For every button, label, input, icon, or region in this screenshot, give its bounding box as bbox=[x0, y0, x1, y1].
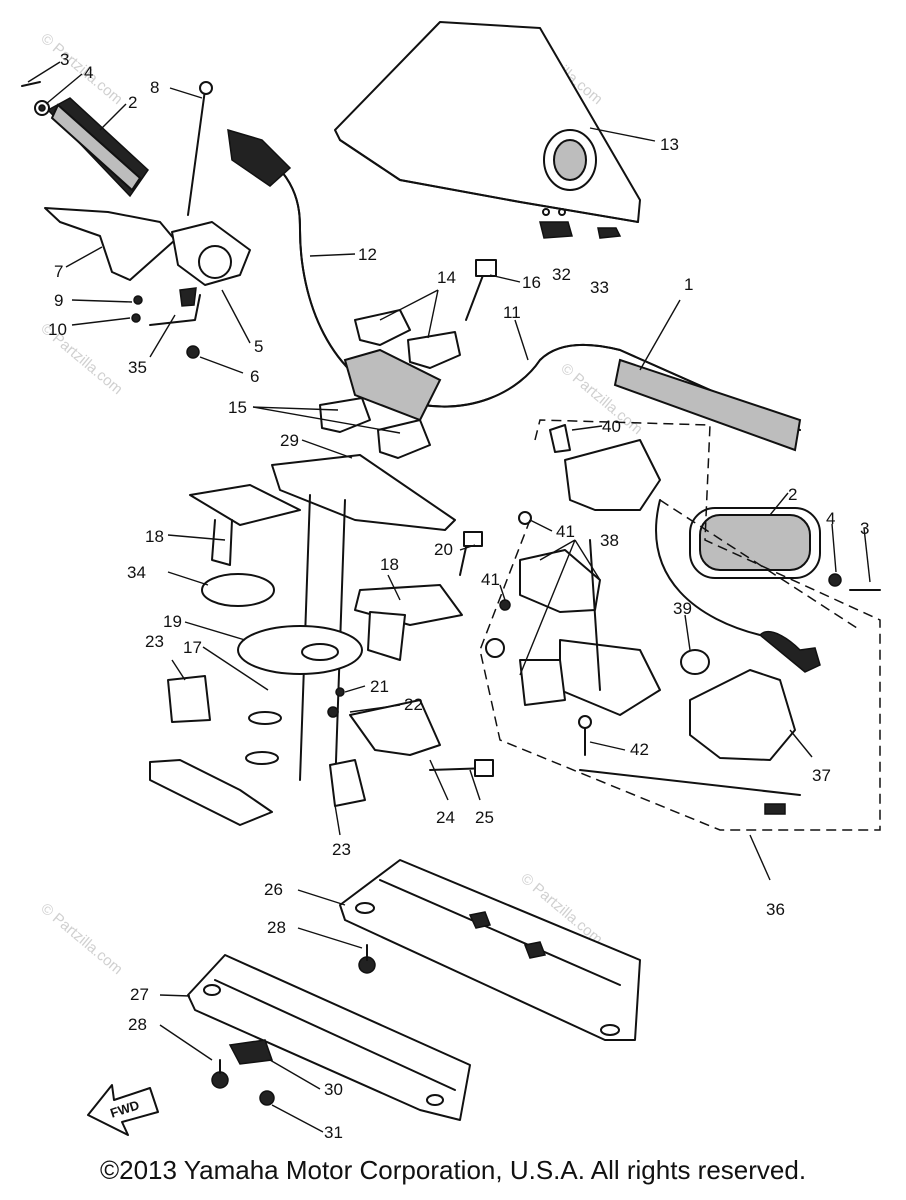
callout-28b: 28 bbox=[128, 1015, 147, 1034]
switch-meter-group bbox=[485, 424, 881, 815]
callout-24: 24 bbox=[436, 808, 455, 827]
callout-16: 16 bbox=[522, 273, 541, 292]
callout-31: 31 bbox=[324, 1123, 343, 1142]
callout-23: 23 bbox=[145, 632, 164, 651]
left-grip bbox=[21, 81, 149, 198]
callout-39: 39 bbox=[673, 599, 692, 618]
callout-42: 42 bbox=[630, 740, 649, 759]
mounting-brackets bbox=[187, 859, 641, 1121]
copyright-notice: ©2013 Yamaha Motor Corporation, U.S.A. A… bbox=[99, 1155, 807, 1185]
watermark: © Partzilla.com bbox=[37, 900, 125, 978]
callout-8: 8 bbox=[150, 78, 159, 97]
callout-18b: 18 bbox=[380, 555, 399, 574]
callout-29: 29 bbox=[280, 431, 299, 450]
callout-1: 1 bbox=[684, 275, 693, 294]
callouts: 1 2 3 4 5 6 7 8 9 10 11 12 13 14 15 16 1… bbox=[48, 50, 869, 1142]
callout-28: 28 bbox=[267, 918, 286, 937]
callout-23b: 23 bbox=[332, 840, 351, 859]
callout-12: 12 bbox=[358, 245, 377, 264]
callout-40: 40 bbox=[602, 417, 621, 436]
callout-4: 4 bbox=[84, 63, 93, 82]
callout-27: 27 bbox=[130, 985, 149, 1004]
callout-11: 11 bbox=[503, 303, 521, 322]
callout-9: 9 bbox=[54, 291, 63, 310]
assembly-boundary bbox=[479, 419, 881, 831]
callout-4b: 4 bbox=[826, 509, 835, 528]
callout-26: 26 bbox=[264, 880, 283, 899]
callout-3: 3 bbox=[60, 50, 69, 69]
steering-column bbox=[149, 454, 494, 826]
callout-25: 25 bbox=[475, 808, 494, 827]
callout-18: 18 bbox=[145, 527, 164, 546]
callout-3b: 3 bbox=[860, 519, 869, 538]
callout-32: 32 bbox=[552, 265, 571, 284]
callout-13: 13 bbox=[660, 135, 679, 154]
callout-2: 2 bbox=[128, 93, 137, 112]
callout-38: 38 bbox=[600, 531, 619, 550]
windshield bbox=[334, 21, 641, 239]
leader-lines bbox=[27, 61, 871, 1133]
callout-41: 41 bbox=[556, 522, 575, 541]
callout-15: 15 bbox=[228, 398, 247, 417]
callout-17: 17 bbox=[183, 638, 202, 657]
callout-10: 10 bbox=[48, 320, 67, 339]
throttle-assembly bbox=[44, 81, 251, 359]
callout-20: 20 bbox=[434, 540, 453, 559]
callout-30: 30 bbox=[324, 1080, 343, 1099]
callout-7: 7 bbox=[54, 262, 63, 281]
callout-36: 36 bbox=[766, 900, 785, 919]
handlebar-clamps bbox=[319, 259, 497, 459]
callout-2b: 2 bbox=[788, 485, 797, 504]
callout-34: 34 bbox=[127, 563, 146, 582]
watermark: © Partzilla.com bbox=[37, 30, 125, 108]
callout-19: 19 bbox=[163, 612, 182, 631]
callout-22: 22 bbox=[404, 695, 423, 714]
callout-6: 6 bbox=[250, 367, 259, 386]
callout-21: 21 bbox=[370, 677, 389, 696]
callout-14: 14 bbox=[437, 268, 456, 287]
handlebar bbox=[227, 128, 802, 452]
fwd-arrow: FWD bbox=[87, 1084, 159, 1136]
callout-41b: 41 bbox=[481, 570, 500, 589]
callout-5: 5 bbox=[254, 337, 263, 356]
callout-33: 33 bbox=[590, 278, 609, 297]
callout-35: 35 bbox=[128, 358, 147, 377]
callout-37: 37 bbox=[812, 766, 831, 785]
